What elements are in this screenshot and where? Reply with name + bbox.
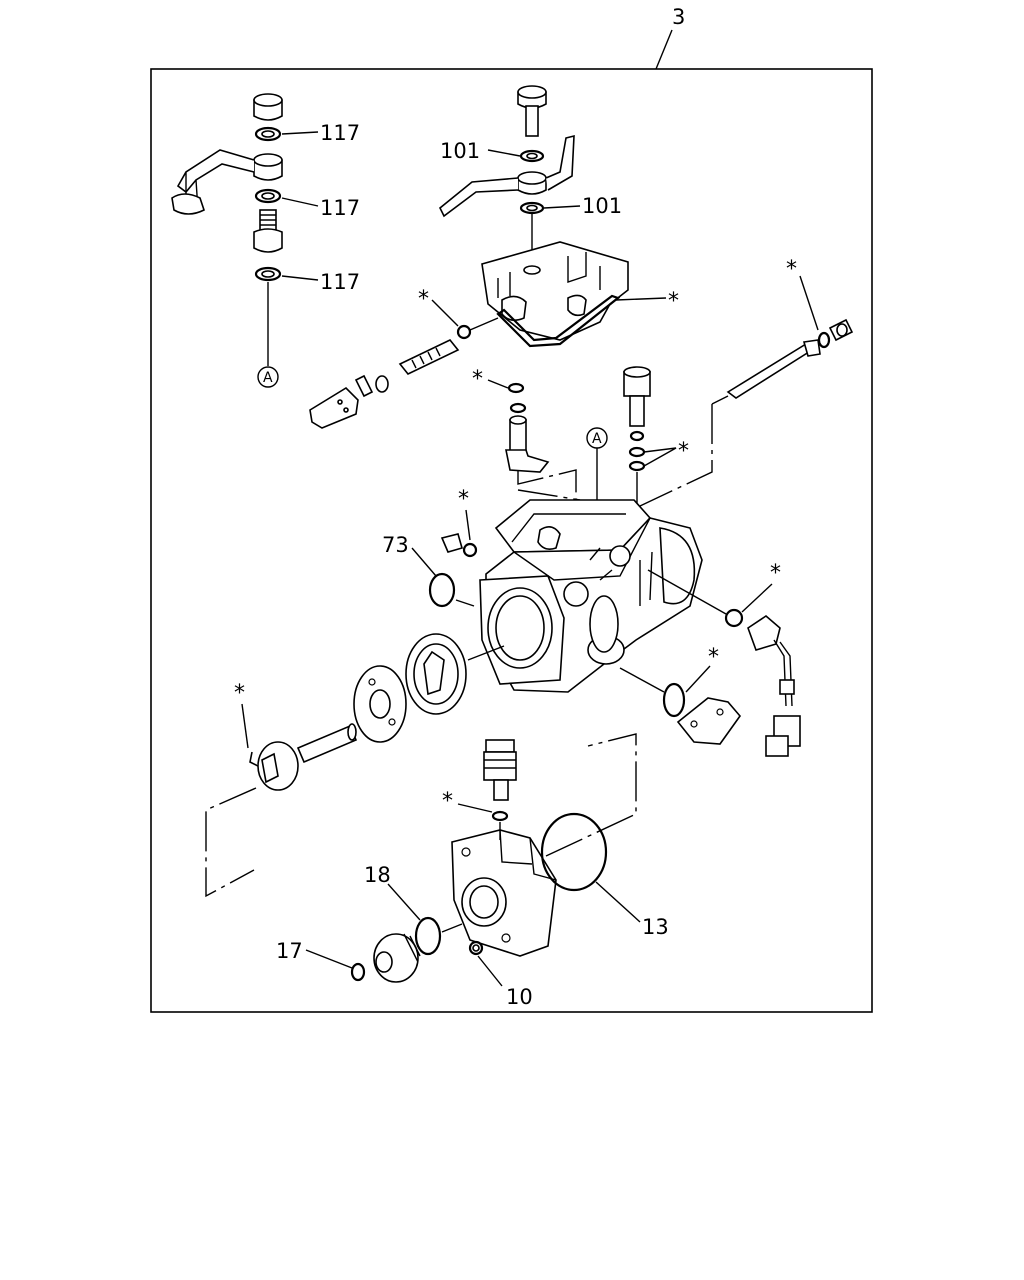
star-marker-fitting: * bbox=[458, 487, 469, 512]
assembly-frame bbox=[150, 68, 873, 1013]
callout-101-bottom: 101 bbox=[582, 194, 622, 218]
drive-shaft bbox=[249, 723, 358, 791]
star-marker-gasket: * bbox=[668, 289, 679, 314]
oring-13 bbox=[540, 812, 608, 892]
callout-117-bottom: 117 bbox=[320, 270, 360, 294]
banjo-fitting-left bbox=[171, 93, 283, 366]
bottom-cover bbox=[451, 829, 557, 957]
solenoid-valve bbox=[623, 366, 651, 530]
oring-18 bbox=[414, 916, 442, 956]
banjo-fitting-center bbox=[438, 85, 575, 262]
star-marker-oring-right: * bbox=[708, 645, 719, 670]
oring-73 bbox=[428, 572, 456, 608]
ref-marker-a-left bbox=[257, 366, 279, 388]
callout-117-middle: 117 bbox=[320, 196, 360, 220]
ref-marker-a-left-label: A bbox=[263, 370, 273, 386]
ref-marker-a-right-label: A bbox=[592, 431, 602, 447]
flange-disc bbox=[353, 665, 407, 743]
coupling-disc bbox=[405, 633, 467, 715]
speed-sensor bbox=[724, 608, 801, 757]
timer-rod bbox=[726, 318, 854, 399]
star-marker-solenoid: * bbox=[678, 439, 689, 464]
small-fitting-left bbox=[440, 533, 478, 558]
fitting-10 bbox=[468, 940, 484, 956]
governor-sleeve-assembly bbox=[309, 317, 499, 429]
star-marker-valve: * bbox=[442, 789, 453, 814]
callout-13: 13 bbox=[642, 915, 669, 939]
star-marker-oring-top: * bbox=[418, 287, 429, 312]
callout-117-top: 117 bbox=[320, 121, 360, 145]
plug bbox=[373, 933, 421, 983]
cover-plate bbox=[676, 697, 742, 745]
callout-101-top: 101 bbox=[440, 139, 480, 163]
callout-17: 17 bbox=[276, 939, 303, 963]
callout-73: 73 bbox=[382, 533, 409, 557]
governor-cover bbox=[481, 241, 629, 348]
star-marker-sensor: * bbox=[770, 561, 781, 586]
assembly-number: 3 bbox=[672, 5, 685, 29]
star-marker-rod: * bbox=[786, 257, 797, 282]
pump-housing bbox=[479, 499, 703, 693]
washer-17 bbox=[350, 962, 366, 982]
callout-10: 10 bbox=[506, 985, 533, 1009]
star-marker-shaft: * bbox=[234, 681, 245, 706]
star-marker-lever: * bbox=[472, 367, 483, 392]
callout-18: 18 bbox=[364, 863, 391, 887]
oring-right bbox=[662, 682, 686, 718]
valve-stem bbox=[483, 739, 517, 822]
